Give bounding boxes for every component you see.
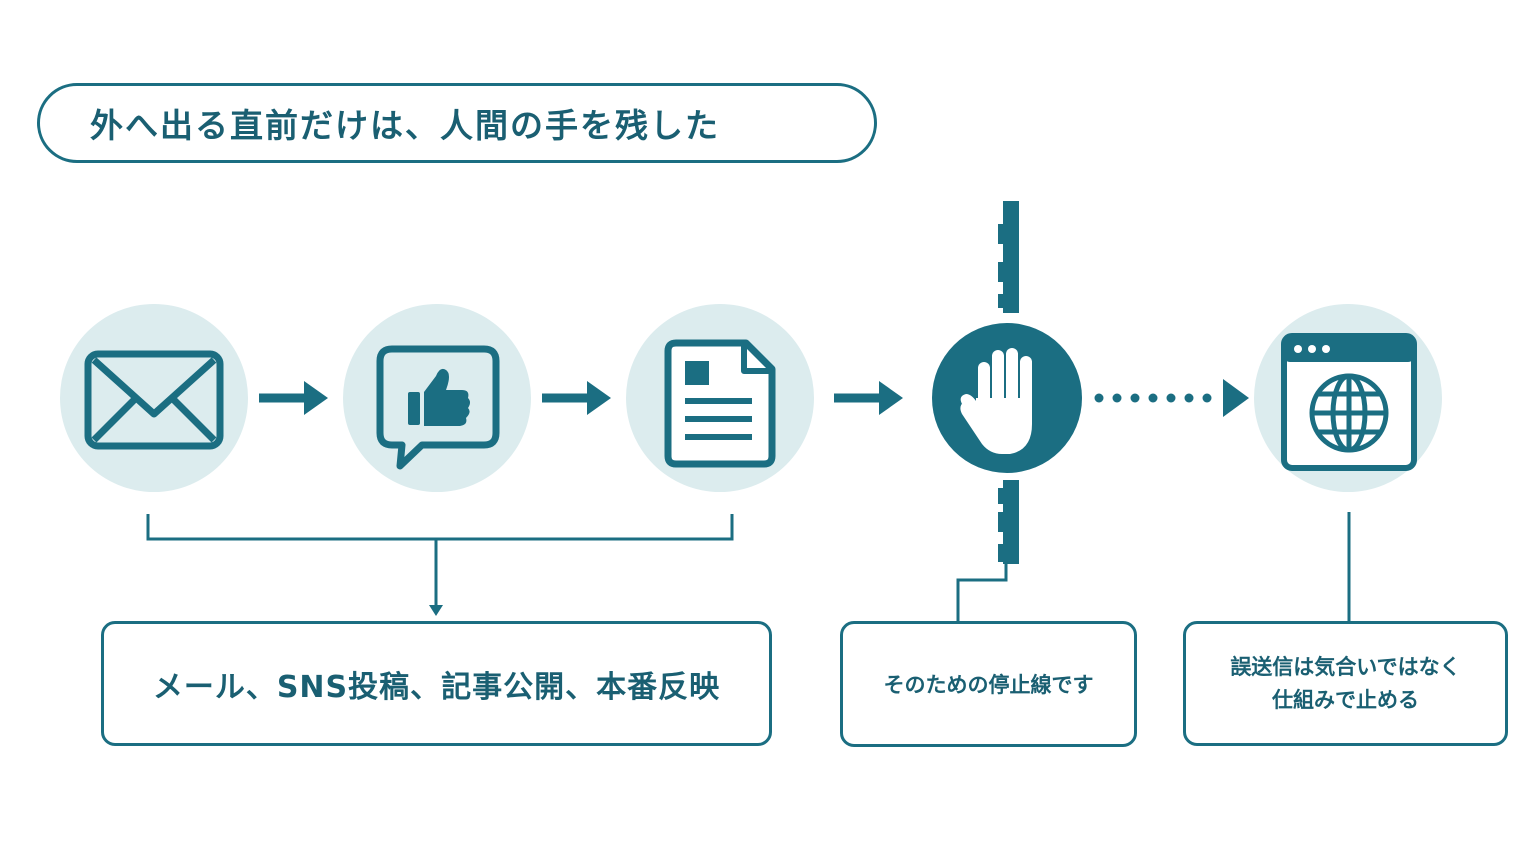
stop-barrier [998,201,1019,564]
arrow-3 [834,381,903,415]
stop-connector [956,564,1008,621]
mistake-text-line1: 誤送信は気合いではなく [1230,654,1461,679]
document-icon [664,339,776,468]
channels-connector [146,514,734,616]
arrow-1 [259,381,328,415]
dotted-arrow [1094,379,1249,417]
stop-line-text: そのための停止線です [883,673,1094,697]
envelope-icon [84,350,224,450]
stop-hand-icon [960,348,1032,454]
browser-globe-icon [1281,333,1417,471]
channels-text: メール、SNS投稿、記事公開、本番反映 [152,669,721,705]
mistake-box: 誤送信は気合いではなく 仕組みで止める [1183,621,1508,746]
channels-box: メール、SNS投稿、記事公開、本番反映 [101,621,772,746]
stop-line-box: そのための停止線です [840,621,1137,747]
arrow-2 [542,381,611,415]
mistake-text-line2: 仕組みで止める [1272,687,1419,712]
diagram-title: 外へ出る直前だけは、人間の手を残した [37,83,877,163]
thumbs-up-speech-bubble-icon [376,345,500,470]
